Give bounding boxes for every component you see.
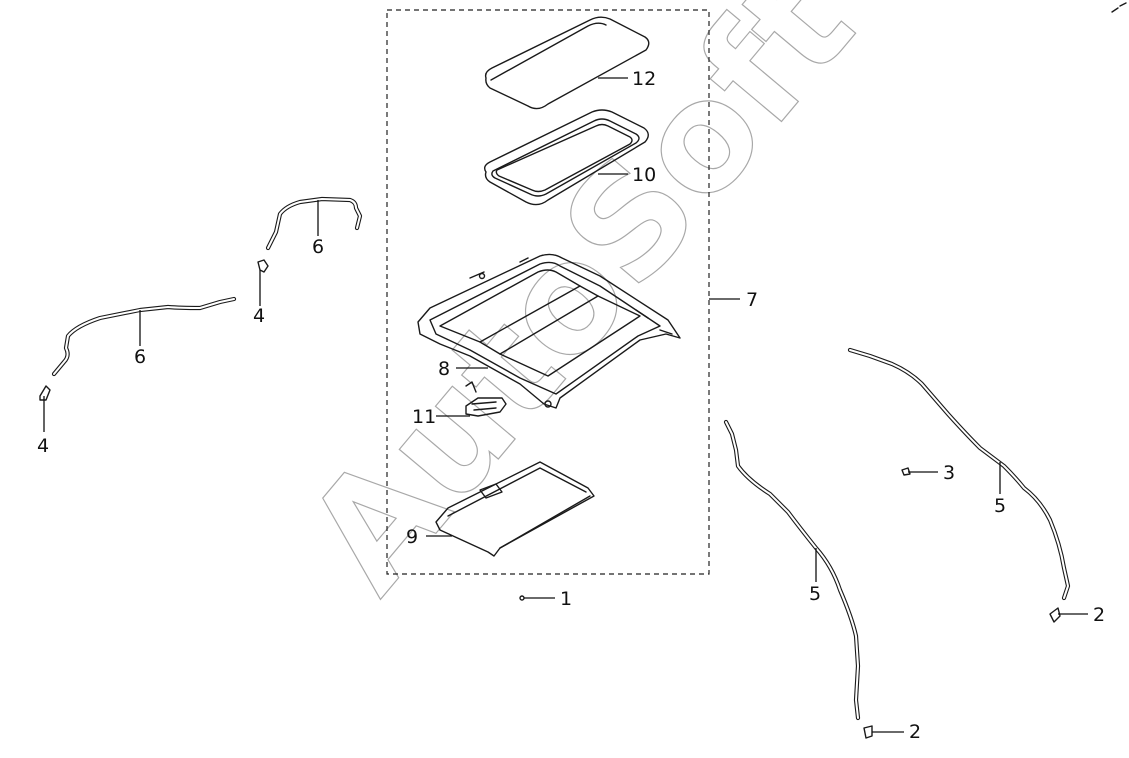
corner-mark xyxy=(1111,2,1127,13)
clip-part-rear-lower xyxy=(863,725,873,739)
callouts: 1 2 2 3 4 4 5 5 6 6 7 8 9 10 11 12 xyxy=(37,68,1105,743)
sunroof-frame-part xyxy=(417,253,681,409)
callout-11: 11 xyxy=(412,406,436,428)
drain-hose-front-lower xyxy=(51,296,237,377)
callout-2-lower: 2 xyxy=(909,721,921,743)
drain-hose-rear-left xyxy=(723,419,861,721)
clip-part-rear-upper xyxy=(1049,607,1061,623)
bolt-part xyxy=(519,595,525,601)
sunroof-motor-part xyxy=(465,381,507,417)
callout-12: 12 xyxy=(632,68,656,90)
callout-6-lower: 6 xyxy=(134,346,146,368)
callout-3: 3 xyxy=(943,462,955,484)
watermark: AutoSoft xyxy=(274,0,888,624)
glass-panel-part xyxy=(484,16,650,110)
callout-4-lower: 4 xyxy=(37,435,49,457)
clip-part-upper xyxy=(257,259,269,273)
leader-lines xyxy=(43,77,1088,733)
callout-10: 10 xyxy=(632,164,656,186)
callout-7: 7 xyxy=(746,289,758,311)
callout-5-left: 5 xyxy=(809,583,821,605)
assembly-frame xyxy=(386,9,710,575)
drain-hose-rear-right xyxy=(847,347,1071,601)
callout-2-upper: 2 xyxy=(1093,604,1105,626)
drain-hose-front-upper xyxy=(265,196,363,251)
watermark-text: AutoSoft xyxy=(274,0,887,623)
seal-part xyxy=(483,109,649,206)
callout-9: 9 xyxy=(406,526,418,548)
callout-6-upper: 6 xyxy=(312,236,324,258)
callout-5-right: 5 xyxy=(994,495,1006,517)
callout-8: 8 xyxy=(438,358,450,380)
callout-4-upper: 4 xyxy=(253,305,265,327)
clip-part-lower xyxy=(39,385,51,401)
callout-1: 1 xyxy=(560,588,572,610)
clip-part-3 xyxy=(901,467,911,476)
sunshade-part xyxy=(435,461,595,557)
